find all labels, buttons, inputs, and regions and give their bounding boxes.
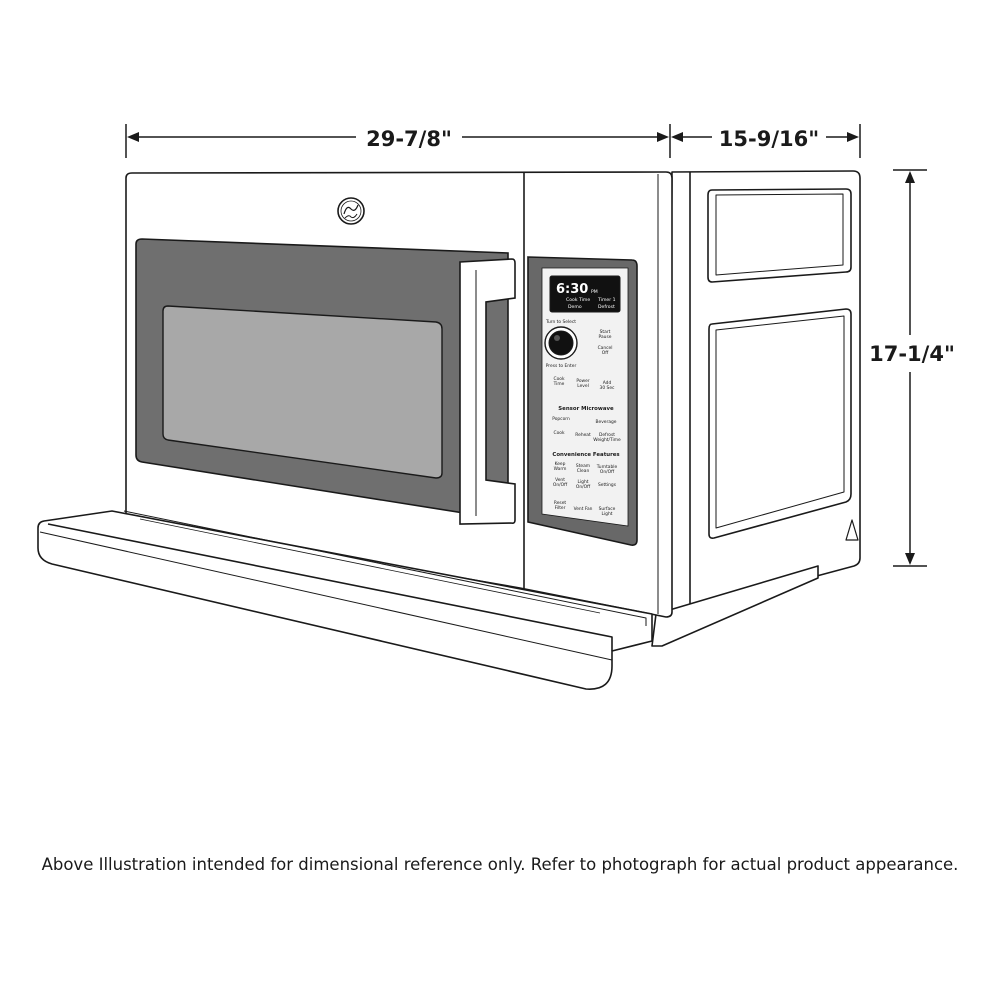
height-label: 17-1/4" (869, 342, 955, 366)
height-dimension (893, 169, 927, 567)
depth-arrow-right (847, 132, 859, 142)
tray-lip (47, 523, 613, 651)
display-time: 6:30 (556, 282, 588, 297)
front-tray (37, 510, 653, 690)
settings-button[interactable]: Settings (598, 482, 617, 488)
surface-light-button[interactable]: Surface (599, 506, 616, 512)
reheat-button[interactable]: Reheat (575, 432, 591, 438)
height-arrow-bottom (905, 553, 915, 565)
reset-filter-label-2: Filter (555, 505, 566, 511)
tray-inner-line (139, 518, 601, 614)
knob-top-label: Turn to Select (545, 319, 576, 325)
reset-filter-button[interactable]: Reset (554, 500, 567, 506)
width-dimension (125, 124, 671, 158)
side-vent-lower (708, 308, 852, 539)
tray-bevel (39, 531, 613, 661)
sensor-cook-button[interactable]: Cook (554, 430, 565, 436)
vent-fan-button[interactable]: Vent Fan (574, 506, 593, 512)
height-arrow-top (905, 171, 915, 183)
disclaimer-caption: Above Illustration intended for dimensio… (41, 855, 959, 874)
depth-dimension (671, 124, 861, 158)
door-glass (162, 305, 443, 479)
side-vent-lower-inner (715, 315, 845, 529)
start-pause-label-2: Pause (599, 334, 612, 340)
side-corner-mark (845, 519, 859, 541)
add-30-label-2: 30 Sec (600, 385, 615, 391)
knob-bottom-label: Press to Enter (546, 363, 577, 369)
ge-logo-icon (337, 197, 365, 225)
width-arrow-left (127, 132, 139, 142)
tray-inner-edge (123, 510, 647, 626)
side-vent-upper-inner (715, 193, 844, 276)
cancel-off-label-2: Off (602, 350, 609, 356)
turntable-button[interactable]: Turntable (596, 464, 618, 470)
cook-time-label-2: Time (553, 381, 565, 387)
display-timer: Timer 1 (597, 297, 616, 303)
power-level-label-2: Level (577, 383, 589, 389)
dial-knob-icon[interactable] (544, 326, 578, 360)
side-vent-upper (707, 188, 852, 283)
display-demo: Demo (568, 304, 582, 310)
sensor-heading: Sensor Microwave (558, 406, 614, 412)
width-arrow-right (657, 132, 669, 142)
steam-clean-button[interactable]: Steam (576, 463, 590, 469)
night-light-label-2: On/Off (576, 484, 591, 490)
keep-warm-label-2: Warm (554, 466, 567, 472)
cook-time-button[interactable]: Cook (554, 376, 565, 382)
night-light-button[interactable]: Light (578, 479, 589, 485)
depth-arrow-left (671, 132, 683, 142)
surface-light-label-2: Light (602, 511, 613, 517)
turntable-label-2: On/Off (600, 469, 615, 475)
power-level-button[interactable]: Power (576, 378, 589, 384)
defrost-label-2: Weight/Time (593, 437, 621, 443)
defrost-button[interactable]: Defrost (599, 432, 615, 438)
display-screen (549, 275, 621, 313)
popcorn-button[interactable]: Popcorn (552, 416, 570, 422)
add-30-button[interactable]: Add (603, 380, 612, 386)
width-label: 29-7/8" (366, 127, 452, 151)
vent-button[interactable]: Vent (555, 477, 565, 483)
beverage-button[interactable]: Beverage (596, 419, 617, 425)
start-pause-button[interactable]: Start (600, 329, 611, 335)
vent-label-2: On/Off (553, 482, 568, 488)
display-ampm: PM (591, 289, 598, 295)
display-defrost: Defrost (598, 304, 615, 310)
display-cook-time: Cook Time (566, 297, 590, 303)
door-handle[interactable] (459, 258, 516, 525)
depth-label: 15-9/16" (719, 127, 819, 151)
keep-warm-button[interactable]: Keep (555, 461, 566, 467)
steam-clean-label-2: Clean (577, 468, 590, 474)
convenience-heading: Convenience Features (552, 452, 619, 458)
cancel-off-button[interactable]: Cancel (598, 345, 613, 351)
